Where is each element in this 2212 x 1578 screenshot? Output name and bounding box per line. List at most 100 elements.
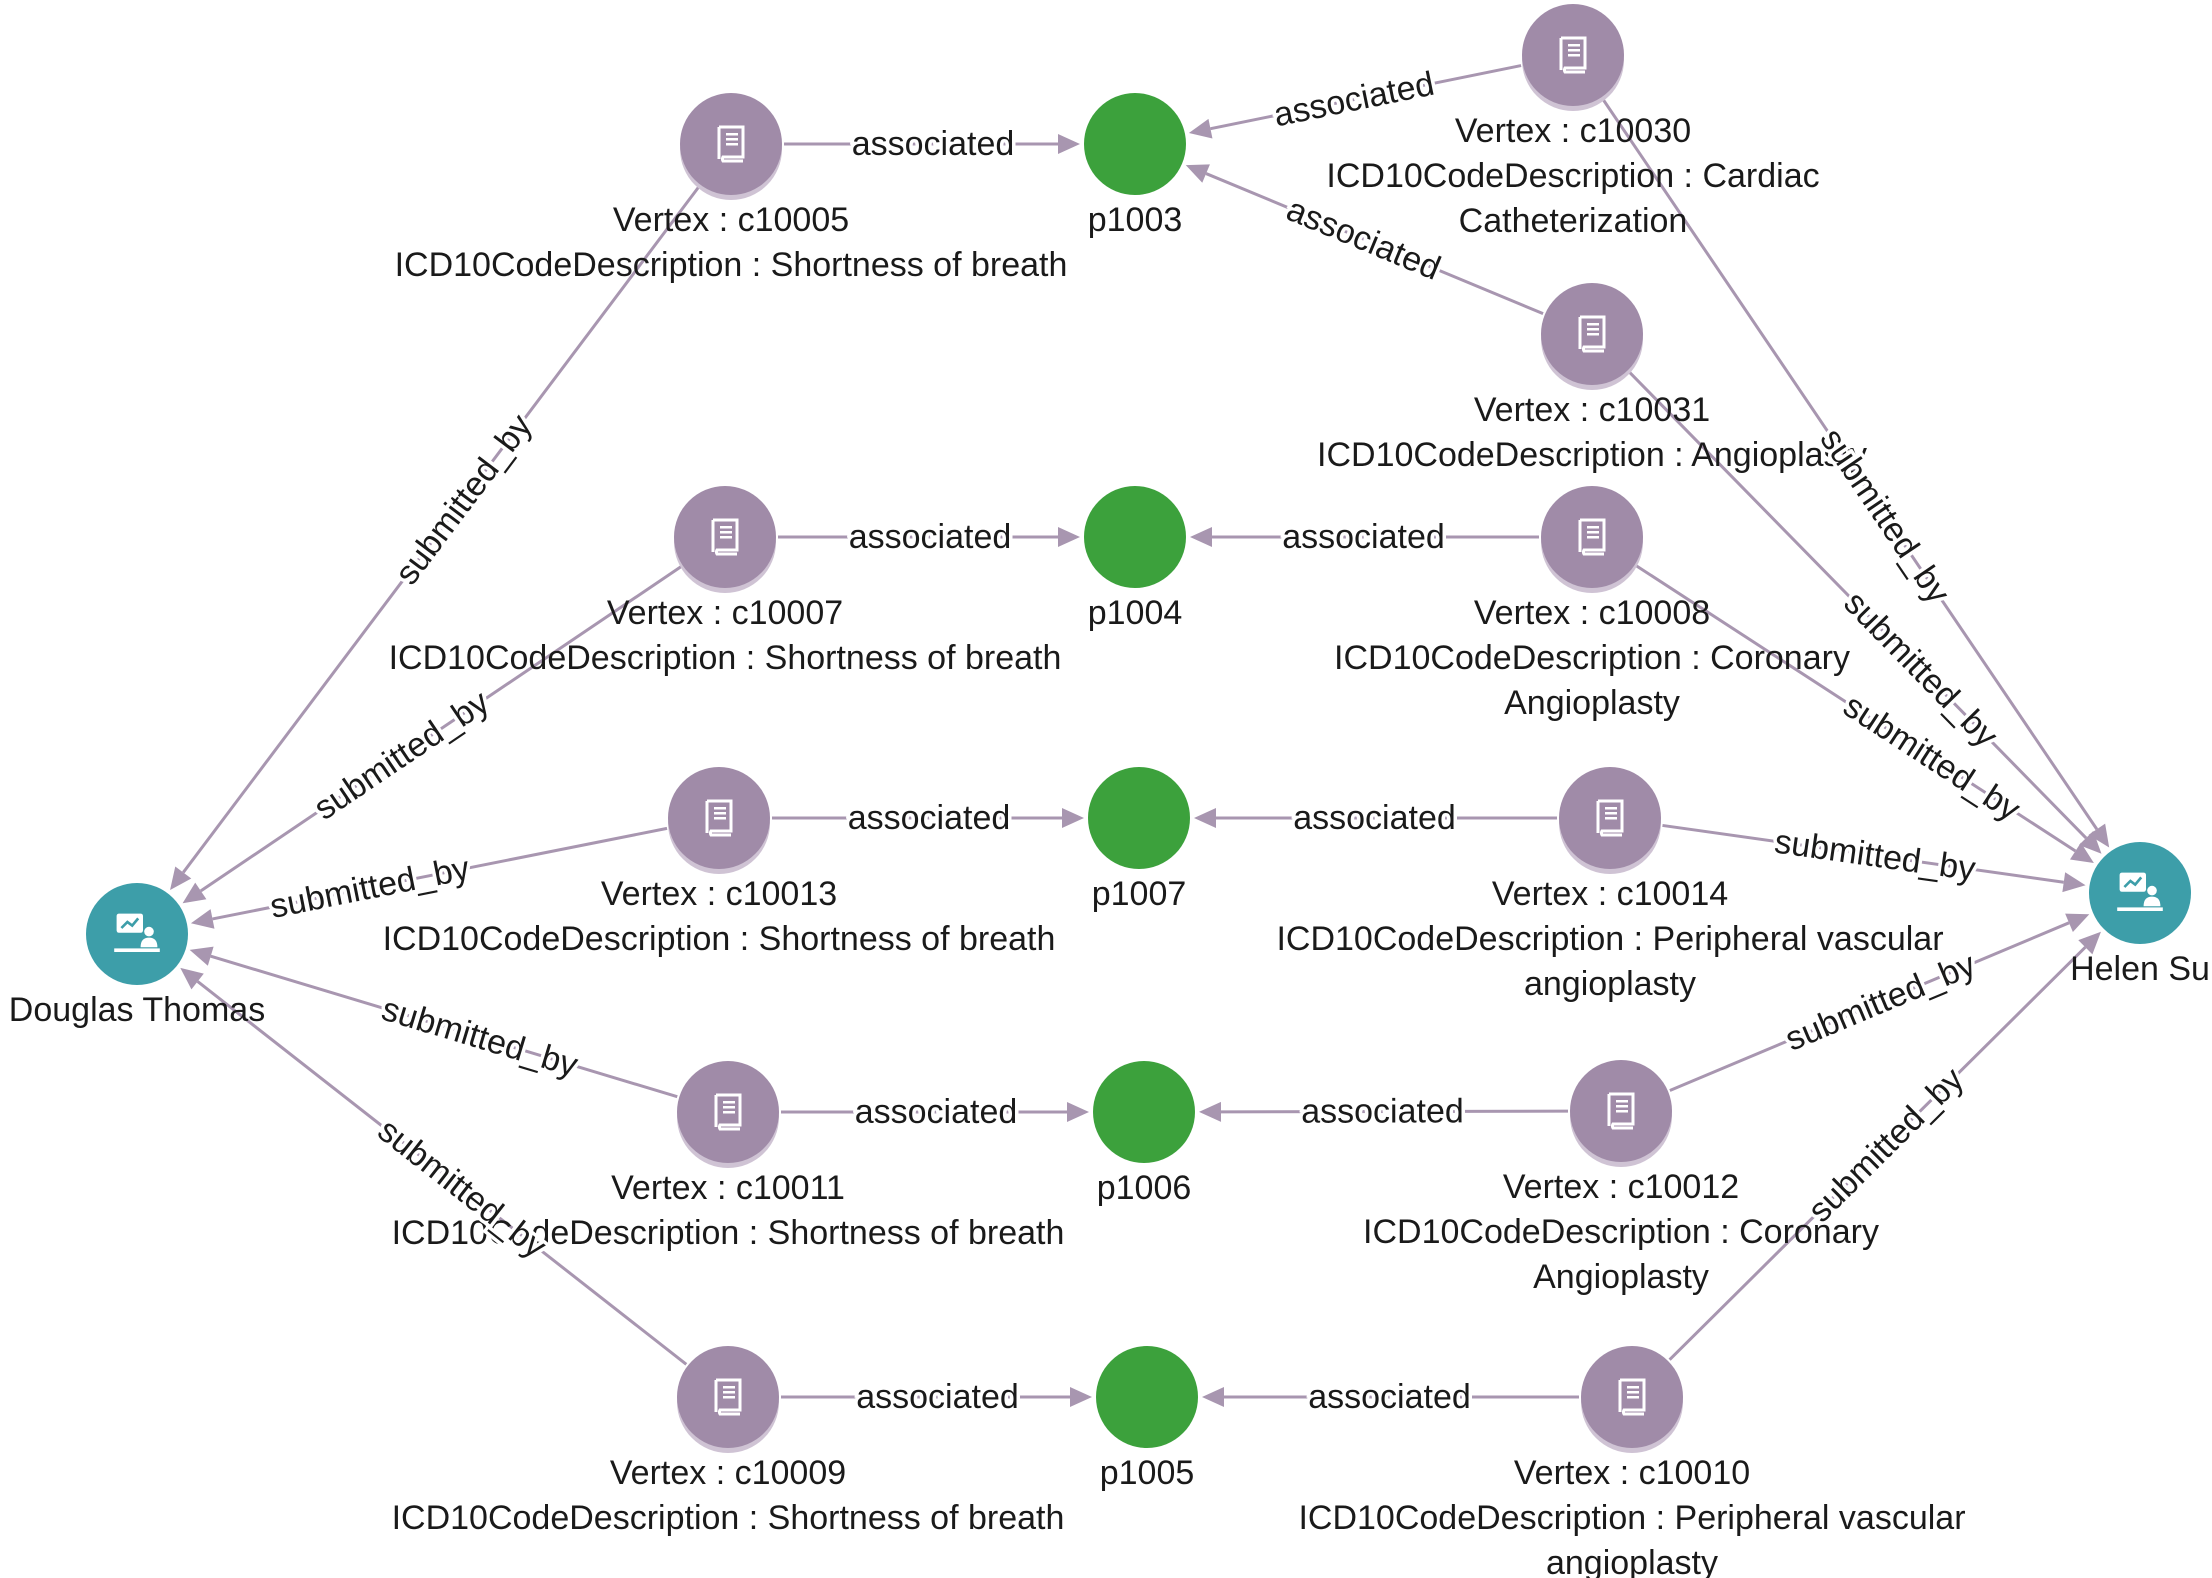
- arrowhead-icon: [1202, 1387, 1224, 1407]
- node-description: ICD10CodeDescription : Coronary: [1363, 1213, 1879, 1251]
- edge-submitted-by: [1669, 913, 2090, 1092]
- edge-associated: [781, 1387, 1092, 1407]
- edge-label-associated: associated: [1308, 1378, 1471, 1416]
- edge-associated: [1188, 64, 1522, 139]
- node-circle: [1084, 93, 1186, 195]
- node-circle: [1084, 486, 1186, 588]
- arrowhead-icon: [182, 882, 207, 904]
- edge-label-associated: associated: [1271, 65, 1438, 135]
- arrowhead-icon: [189, 946, 214, 966]
- edge-label-associated: associated: [1293, 799, 1456, 837]
- arrowhead-icon: [1198, 1101, 1222, 1122]
- edge-submitted-by: [170, 185, 701, 891]
- node-title: p1006: [1097, 1169, 1192, 1207]
- node-title: Vertex : c10012: [1503, 1168, 1739, 1206]
- node-title: Douglas Thomas: [9, 991, 265, 1029]
- node-description: ICD10CodeDescription : Shortness of brea…: [392, 1499, 1065, 1537]
- provider-node-douglas[interactable]: Douglas Thomas: [9, 883, 265, 1029]
- node-title: Vertex : c10030: [1455, 112, 1691, 150]
- node-title: p1005: [1100, 1454, 1195, 1492]
- patient-node-p1003[interactable]: p1003: [1084, 93, 1186, 239]
- edge-label-submitted-by: submitted_by: [307, 683, 496, 828]
- node-description: angioplasty: [1524, 965, 1696, 1003]
- patient-node-p1006[interactable]: p1006: [1093, 1061, 1195, 1207]
- edge-submitted-by: [190, 826, 668, 929]
- node-description: ICD10CodeDescription : Peripheral vascul…: [1298, 1499, 1965, 1537]
- edge-submitted-by: [1662, 823, 2086, 893]
- edge-associated: [781, 1102, 1089, 1122]
- edge-label-associated: associated: [849, 518, 1012, 556]
- node-title: Vertex : c10014: [1492, 875, 1728, 913]
- edge-associated: [1194, 808, 1557, 828]
- edge-label-associated: associated: [852, 125, 1015, 163]
- edge-submitted-by: [1668, 931, 2101, 1361]
- arrowhead-icon: [1067, 1102, 1089, 1122]
- edge-label-submitted-by: submitted_by: [388, 407, 540, 591]
- node-description: ICD10CodeDescription : Shortness of brea…: [395, 246, 1068, 284]
- edge-associated: [778, 527, 1080, 547]
- node-title: p1004: [1088, 594, 1183, 632]
- patient-node-p1005[interactable]: p1005: [1096, 1346, 1198, 1492]
- edge-associated: [784, 134, 1080, 154]
- arrowhead-icon: [190, 909, 215, 929]
- edge-submitted-by: [180, 967, 688, 1366]
- arrowhead-icon: [170, 866, 192, 891]
- arrowhead-icon: [1070, 1387, 1092, 1407]
- edge-label-associated: associated: [1282, 518, 1445, 556]
- arrowhead-icon: [2069, 842, 2094, 864]
- node-description: ICD10CodeDescription : Shortness of brea…: [383, 920, 1056, 958]
- provider-node-helen[interactable]: Helen Su: [2070, 842, 2210, 988]
- node-title: Vertex : c10007: [607, 594, 843, 632]
- patient-node-p1007[interactable]: p1007: [1088, 767, 1190, 913]
- arrowhead-icon: [1188, 118, 1213, 139]
- edge-associated: [772, 808, 1084, 828]
- edges-layer: [170, 64, 2110, 1407]
- edge-associated: [1202, 1387, 1579, 1407]
- node-title: p1007: [1092, 875, 1187, 913]
- node-description: ICD10CodeDescription : Shortness of brea…: [389, 639, 1062, 677]
- arrowhead-icon: [1058, 134, 1080, 154]
- edge-associated: [1185, 164, 1544, 316]
- node-title: Vertex : c10005: [613, 201, 849, 239]
- arrowhead-icon: [2088, 823, 2110, 848]
- arrowhead-icon: [2078, 831, 2102, 854]
- node-circle: [1093, 1061, 1195, 1163]
- edge-label-submitted-by: submitted_by: [377, 990, 582, 1085]
- nodes-layer: Douglas Thomas Helen Su p1003 p1004 p1007 p10…: [9, 4, 2210, 1578]
- node-title: Vertex : c10008: [1474, 594, 1710, 632]
- edge-label-associated: associated: [1301, 1092, 1464, 1130]
- arrowhead-icon: [1194, 808, 1216, 828]
- edge-label-submitted-by: submitted_by: [1801, 1060, 1971, 1229]
- edge-label-submitted-by: submitted_by: [267, 849, 473, 926]
- node-circle: [86, 883, 188, 985]
- node-circle: [1096, 1346, 1198, 1448]
- node-description: ICD10CodeDescription : Shortness of brea…: [392, 1214, 1065, 1252]
- edge-submitted-by: [182, 565, 682, 904]
- node-description: Catheterization: [1459, 202, 1688, 240]
- edge-label-associated: associated: [848, 799, 1011, 837]
- edge-associated: [1198, 1101, 1569, 1122]
- node-title: Helen Su: [2070, 950, 2210, 988]
- edge-submitted-by: [1628, 370, 2102, 854]
- node-title: Vertex : c10013: [601, 875, 837, 913]
- arrowhead-icon: [1062, 808, 1084, 828]
- node-description: Angioplasty: [1533, 1258, 1709, 1296]
- node-title: Vertex : c10031: [1474, 391, 1710, 429]
- edge-associated: [1190, 527, 1539, 547]
- patient-node-p1004[interactable]: p1004: [1084, 486, 1186, 632]
- node-description: angioplasty: [1546, 1544, 1718, 1578]
- node-title: Vertex : c10009: [610, 1454, 846, 1492]
- node-title: Vertex : c10011: [611, 1169, 845, 1207]
